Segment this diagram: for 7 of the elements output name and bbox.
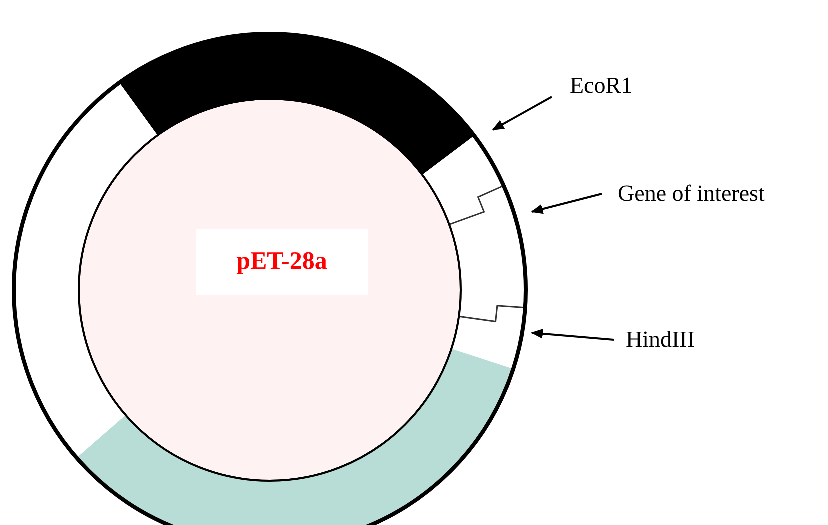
site-label: Gene of interest [618, 178, 826, 210]
arrow [531, 193, 602, 214]
arrow [531, 328, 614, 341]
plasmid-label-box: pET-28a [196, 229, 368, 295]
site-label: HindIII [626, 324, 736, 356]
site-label: EcoR1 [570, 70, 660, 102]
arrow [492, 96, 552, 131]
